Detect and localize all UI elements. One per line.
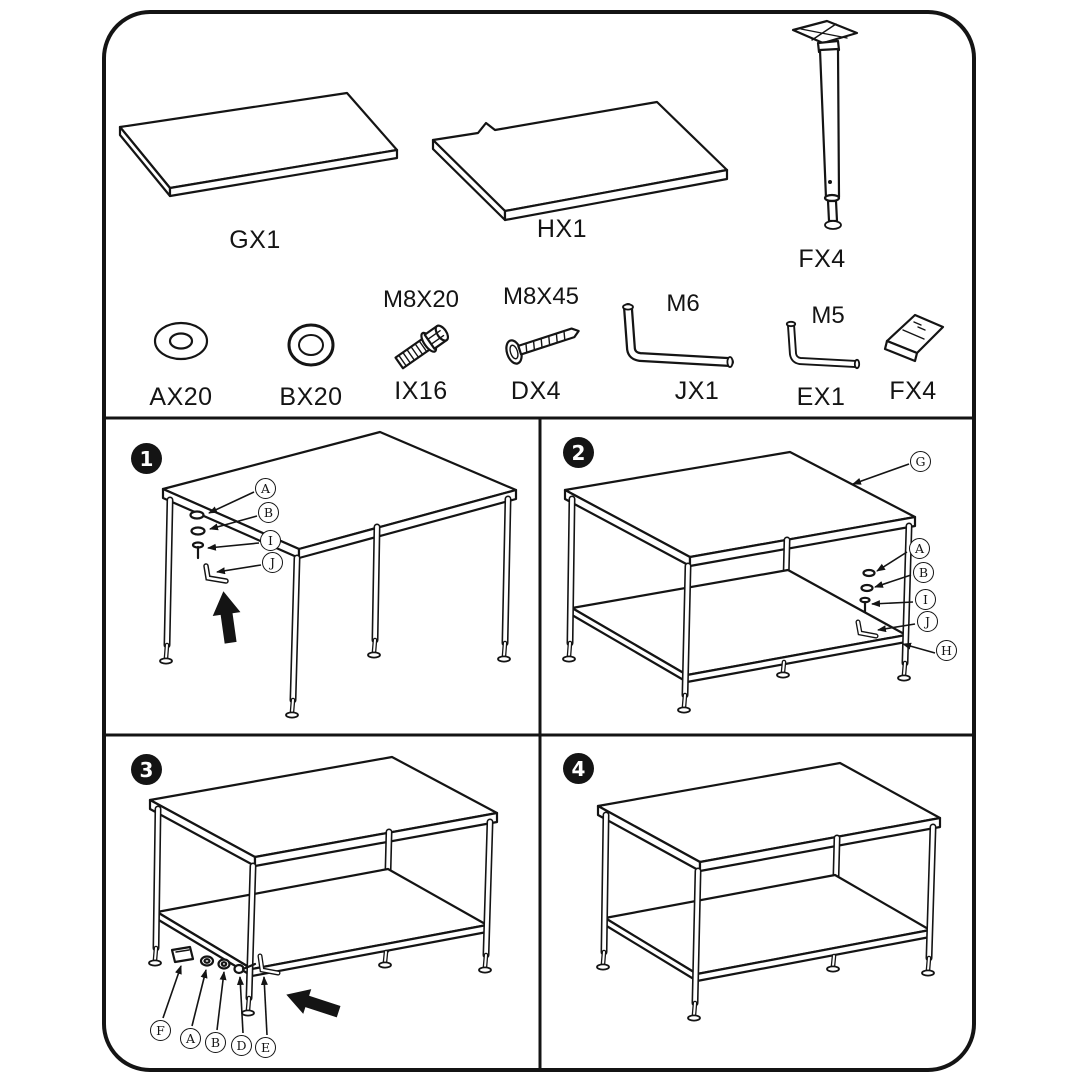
step2-callout-key-j: J — [917, 611, 938, 632]
step3-callout-foot-f: F — [150, 1020, 171, 1041]
part-gx1-top-panel-drawing — [118, 91, 399, 198]
part-ix16-bolt-drawing — [394, 324, 450, 370]
step2-number-badge: 2 — [563, 437, 594, 468]
step2-callout-bolt-i: I — [915, 589, 936, 610]
spec-bolt: M8X20 — [382, 286, 460, 313]
step1-callout-bolt-i: I — [260, 530, 281, 551]
step2-callout-shelf-h: H — [936, 640, 957, 661]
part-label-bolt: IX16 — [394, 377, 448, 405]
step3-callout-washer-b: B — [205, 1032, 226, 1053]
step4-number-badge: 4 — [563, 753, 594, 784]
spec-allen-key-small: M5 — [811, 302, 845, 329]
step1-callout-washer-a: A — [255, 478, 276, 499]
part-label-washer-flat: AX20 — [149, 383, 213, 411]
part-bx20-washer-drawing — [287, 323, 335, 367]
step2-callout-washer-a: A — [909, 538, 930, 559]
step1-callout-key-j: J — [262, 552, 283, 573]
step3-callout-washer-a: A — [180, 1028, 201, 1049]
part-label-leg: FX4 — [798, 245, 846, 273]
part-label-allen-key-large: JX1 — [674, 377, 720, 405]
part-label-screw: DX4 — [510, 377, 562, 405]
part-ex1-allen-key-drawing — [785, 320, 861, 370]
step2-drawing — [562, 450, 936, 714]
step1-drawing — [159, 430, 518, 719]
part-ax20-washer-drawing — [153, 321, 209, 361]
step2-callout-washer-b: B — [913, 562, 934, 583]
part-fx4-foot-drawing — [883, 313, 945, 363]
part-fx4-leg-drawing — [791, 19, 859, 230]
step3-number-badge: 3 — [131, 754, 162, 785]
step3-callout-screw-d: D — [231, 1035, 252, 1056]
spec-screw: M8X45 — [502, 283, 580, 310]
part-label-washer-ring: BX20 — [279, 383, 343, 411]
step1-callout-washer-b: B — [258, 502, 279, 523]
step1-number-badge: 1 — [131, 443, 162, 474]
part-label-top-panel: GX1 — [229, 226, 281, 254]
part-label-foot: FX4 — [889, 377, 937, 405]
part-label-allen-key-small: EX1 — [796, 383, 846, 411]
step3-drawing — [148, 755, 499, 1036]
spec-allen-key-large: M6 — [666, 290, 700, 317]
part-label-shelf-panel: HX1 — [536, 215, 588, 243]
part-hx1-shelf-panel-drawing — [431, 100, 729, 222]
part-jx1-allen-key-drawing — [622, 303, 734, 368]
part-dx4-screw-drawing — [505, 327, 580, 365]
step3-callout-key-e: E — [255, 1037, 276, 1058]
sheet-border — [102, 10, 976, 1072]
step2-callout-top-g: G — [910, 451, 931, 472]
step4-drawing — [596, 761, 942, 1022]
